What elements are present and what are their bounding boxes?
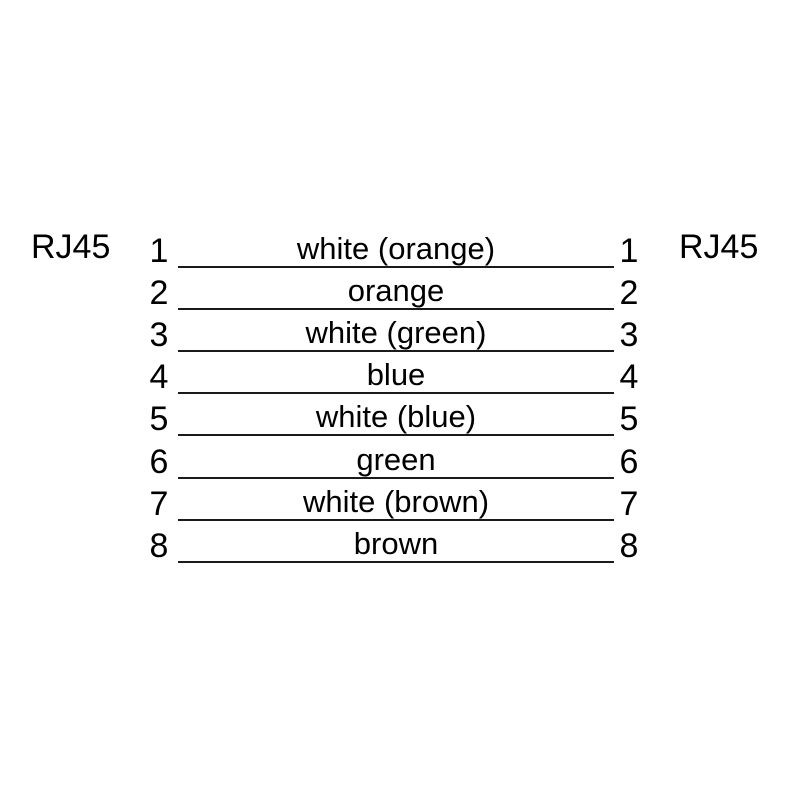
pin-number-left: 1: [149, 232, 169, 270]
pin-number-right: 7: [619, 485, 639, 523]
pin-number-right: 2: [619, 274, 639, 312]
pin-number-right: 5: [619, 400, 639, 438]
pin-number-left: 7: [149, 485, 169, 523]
pin-number-right: 4: [619, 358, 639, 396]
pin-number-left: 3: [149, 316, 169, 354]
pin-number-right: 1: [619, 232, 639, 270]
wire-color-label: blue: [366, 357, 426, 392]
conductor-line: [178, 519, 614, 521]
wire-color-label: orange: [347, 273, 445, 308]
pin-number-left: 6: [149, 443, 169, 481]
conductor-line: [178, 266, 614, 268]
pin-number-left: 2: [149, 274, 169, 312]
wire-color-label: white (blue): [315, 399, 477, 434]
pin-number-right: 6: [619, 443, 639, 481]
wire-color-label: green: [356, 442, 436, 477]
connector-label-left: RJ45: [31, 228, 111, 266]
connector-label-right: RJ45: [679, 228, 759, 266]
pin-number-left: 8: [149, 527, 169, 565]
pin-number-right: 8: [619, 527, 639, 565]
wire-color-label: white (green): [305, 315, 487, 350]
conductor-line: [178, 477, 614, 479]
conductor-line: [178, 392, 614, 394]
pin-number-right: 3: [619, 316, 639, 354]
pin-number-left: 4: [149, 358, 169, 396]
pin-number-left: 5: [149, 400, 169, 438]
conductor-line: [178, 561, 614, 563]
conductor-line: [178, 434, 614, 436]
wire-color-label: white (brown): [302, 484, 490, 519]
wire-color-label: brown: [353, 526, 439, 561]
wire-color-label: white (orange): [296, 231, 496, 266]
conductor-line: [178, 350, 614, 352]
conductor-line: [178, 308, 614, 310]
